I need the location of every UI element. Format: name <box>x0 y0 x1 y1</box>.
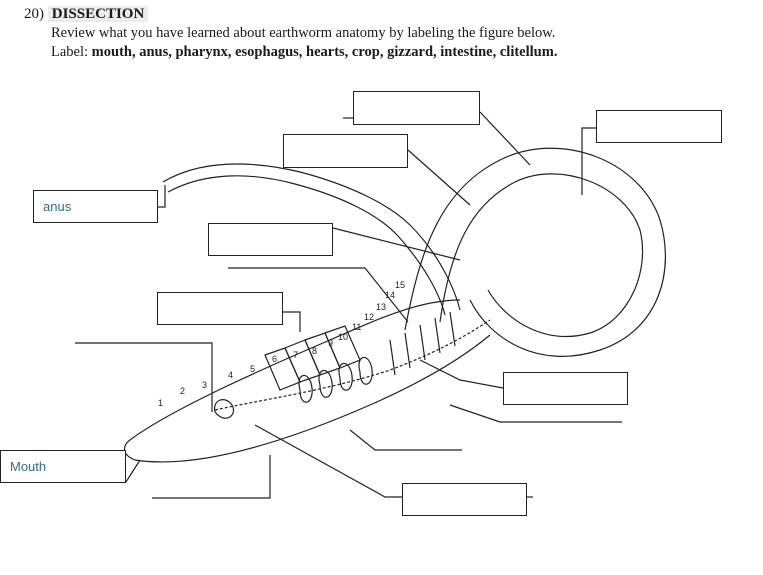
worm-tail-lower <box>167 175 446 316</box>
label-box-anus[interactable] <box>33 190 158 223</box>
label-terms: mouth, anus, pharynx, esophagus, hearts,… <box>91 44 558 60</box>
question-header: 20) DISSECTION <box>24 6 149 23</box>
leader-anus <box>158 185 166 208</box>
segment-number: 4 <box>228 370 233 380</box>
segment-number: 6 <box>272 354 277 364</box>
label-line: Label: mouth, anus, pharynx, esophagus, … <box>51 44 557 61</box>
answer-mouth: Mouth <box>10 459 47 474</box>
question-number: 20) <box>24 6 44 22</box>
segment-number: 9 <box>328 338 333 348</box>
label-box-second[interactable] <box>283 134 408 168</box>
label-box-top-center[interactable] <box>353 91 480 125</box>
instruction-text: Review what you have learned about earth… <box>51 25 556 41</box>
label-box-mouth[interactable] <box>0 450 126 483</box>
leader-fourth-line <box>228 267 409 323</box>
segment-number: 7 <box>293 350 298 360</box>
pharynx-shape <box>213 399 235 419</box>
leader-mouth <box>125 459 141 483</box>
segment-number: 14 <box>385 290 395 300</box>
label-box-bottom[interactable] <box>402 483 527 516</box>
digestive-tract <box>214 319 491 411</box>
leader-left-long <box>75 342 213 412</box>
worm-body-top <box>129 299 461 441</box>
segment-number: 8 <box>312 346 317 356</box>
question-title: DISSECTION <box>47 6 149 22</box>
label-box-right-mid[interactable] <box>503 372 628 405</box>
segment-number: 11 <box>352 322 361 332</box>
leader-third <box>332 227 461 261</box>
leader-box-bottom <box>254 424 402 498</box>
segment-number: 15 <box>395 280 405 290</box>
label-box-top-right[interactable] <box>596 110 722 143</box>
leader-bottom-left <box>152 455 271 499</box>
label-prefix: Label: <box>51 44 89 60</box>
worm-loop-outer <box>404 147 666 357</box>
worm-tail <box>162 163 461 311</box>
leader-bottom-mid <box>349 429 462 451</box>
leader-right-mid <box>419 359 504 389</box>
leader-top-center-b <box>479 111 531 166</box>
label-box-fifth[interactable] <box>157 292 283 325</box>
segment-number: 10 <box>338 332 348 342</box>
segment-number: 5 <box>250 364 255 374</box>
leader-right-lower <box>449 404 622 423</box>
leader-right-top <box>581 127 596 195</box>
worm-loop-inner <box>439 173 644 338</box>
segment-number: 12 <box>364 312 374 322</box>
worm-head <box>124 439 136 461</box>
leader-second <box>407 149 471 206</box>
answer-anus: anus <box>43 199 72 214</box>
segment-number: 1 <box>158 398 163 408</box>
segment-number: 2 <box>180 386 185 396</box>
segment-number: 13 <box>376 302 386 312</box>
segment-number: 3 <box>202 380 207 390</box>
worm-body-bottom <box>134 334 491 463</box>
label-box-third[interactable] <box>208 223 333 256</box>
leader-fifth <box>283 311 301 332</box>
